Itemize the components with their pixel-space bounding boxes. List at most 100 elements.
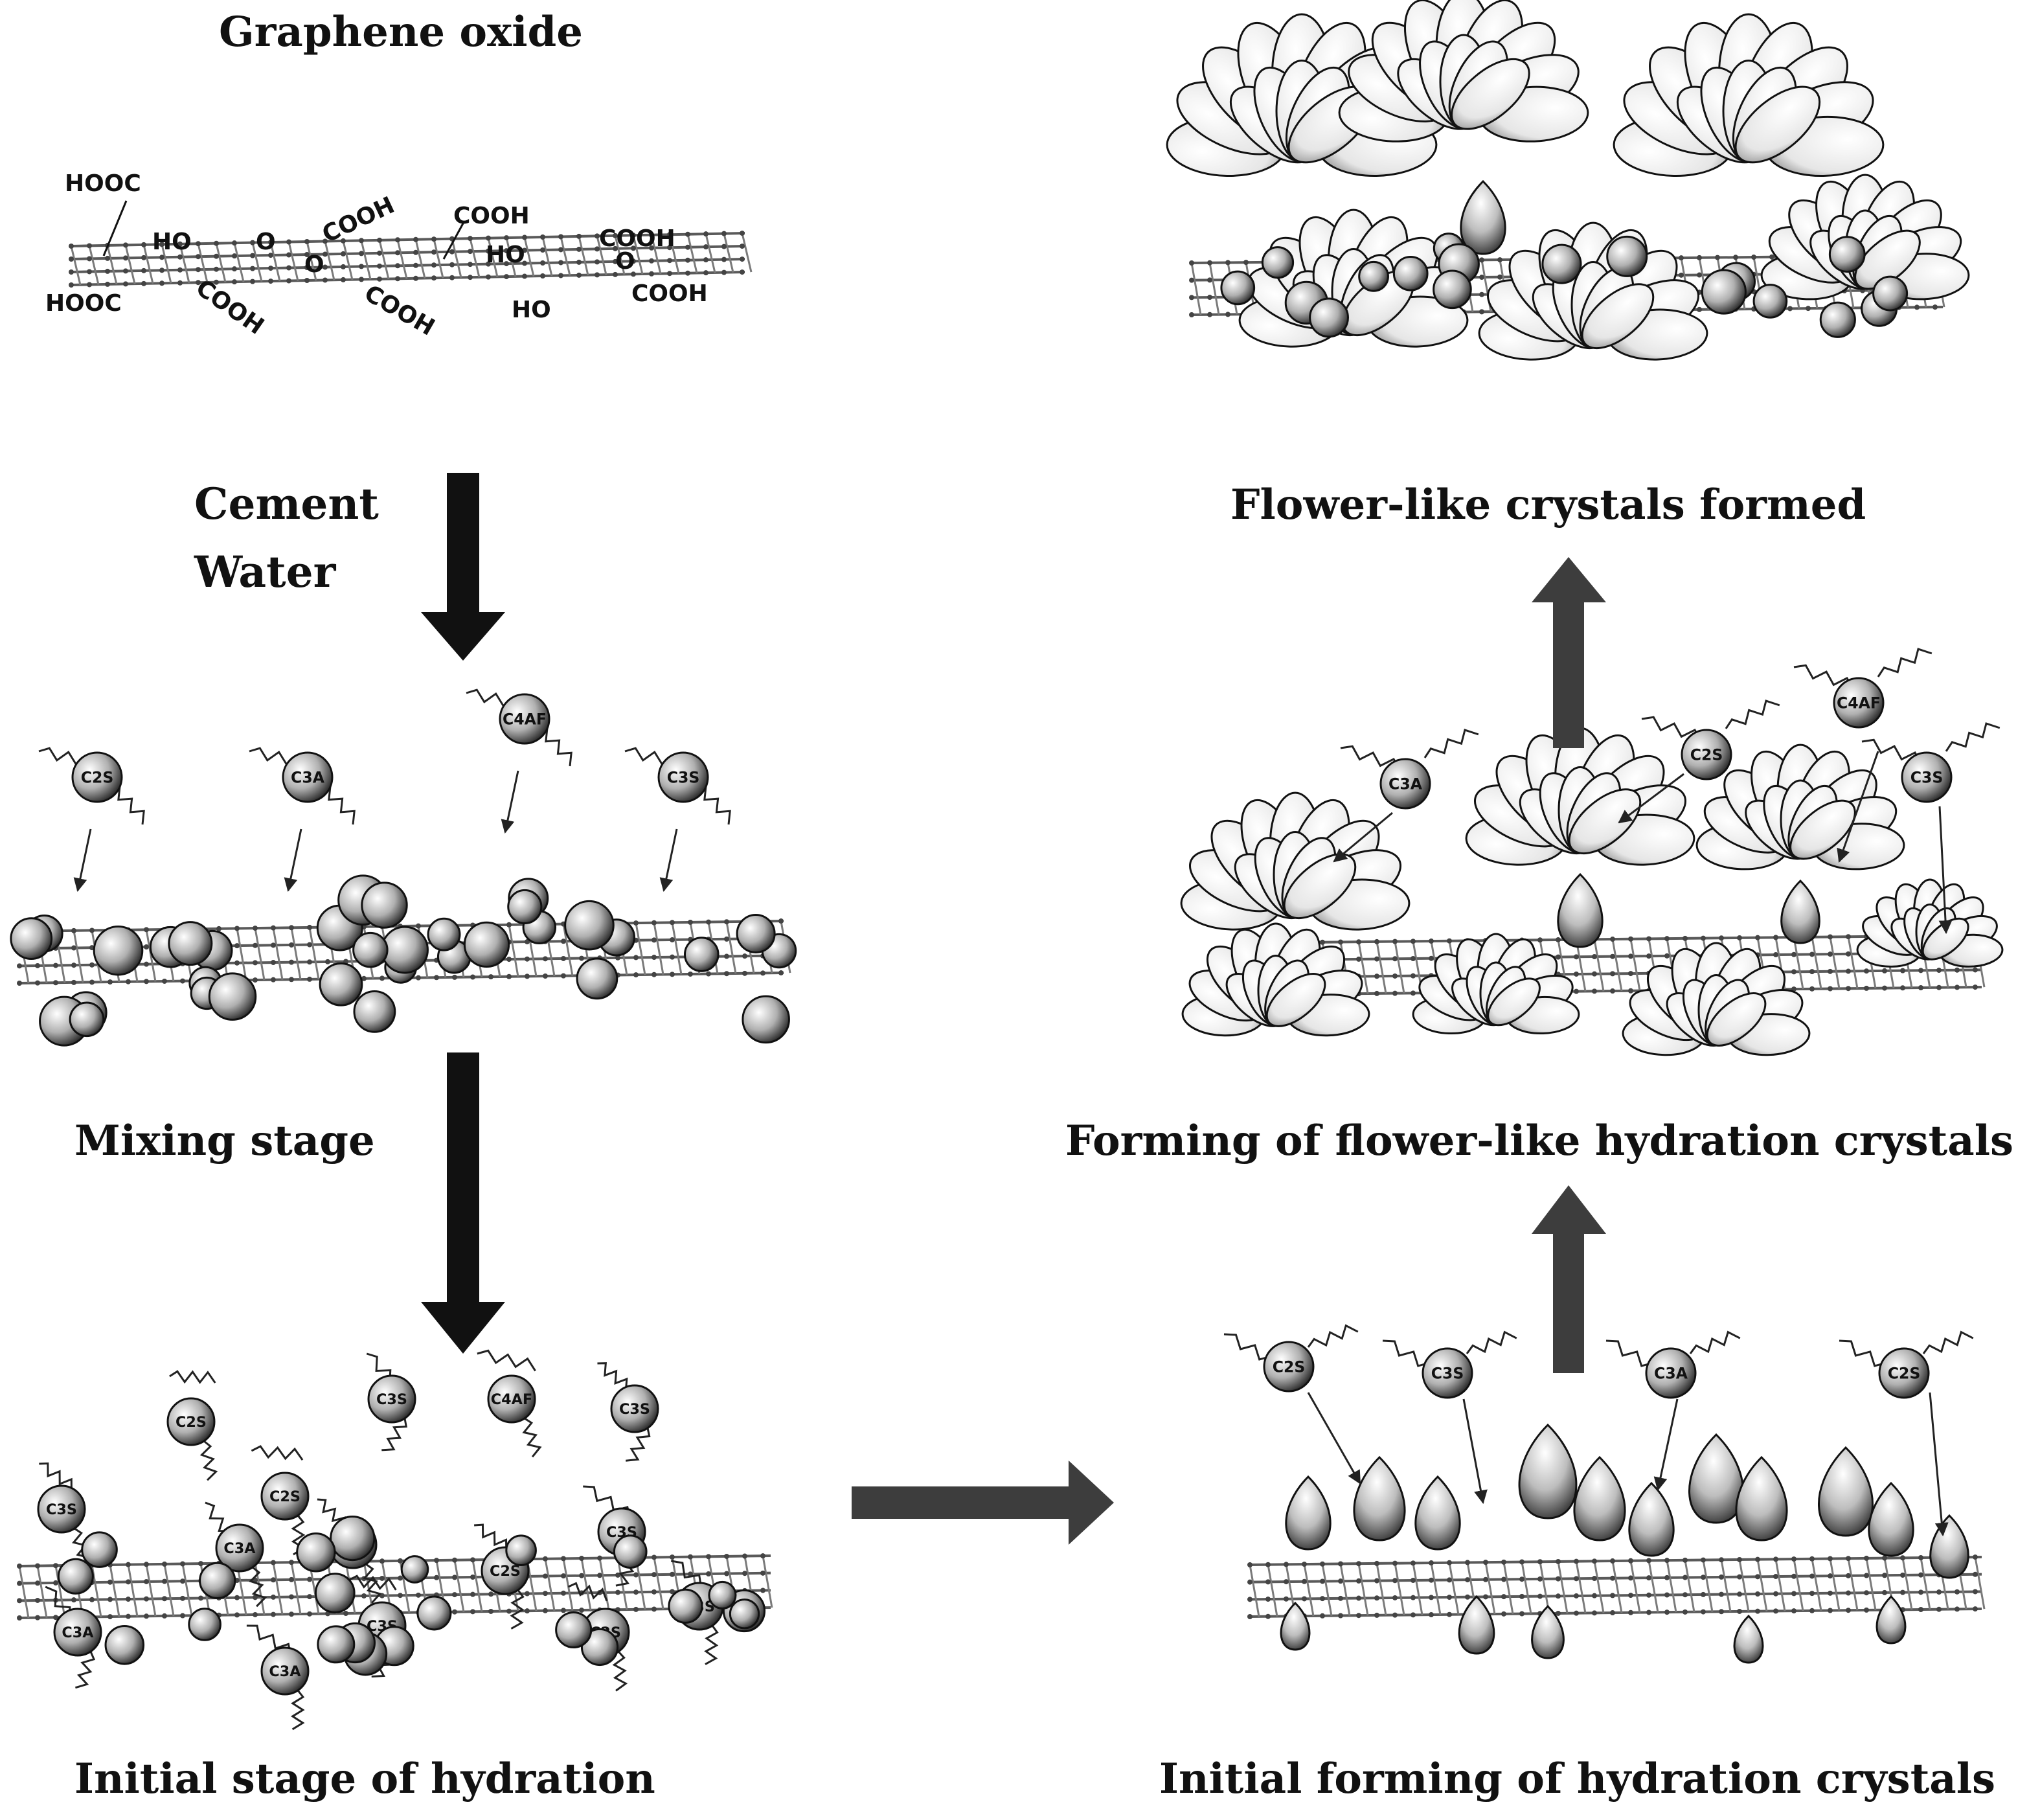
hydration-crystal — [1460, 179, 1506, 255]
label-cement: Cement — [194, 479, 379, 529]
functional-group-label: COOH — [599, 225, 675, 252]
water-molecule-chain — [1307, 1324, 1359, 1348]
water-molecule-chain — [704, 1625, 719, 1665]
particle-label: C3A — [291, 768, 325, 786]
crystal-petal — [1265, 973, 1326, 1027]
reaction-arrow — [501, 770, 519, 834]
hydration-crystal — [1531, 1604, 1565, 1659]
cement-particle — [166, 1397, 216, 1446]
cement-particle — [610, 1384, 659, 1433]
water-molecule-chain — [249, 1566, 267, 1608]
cement-particle — [1701, 269, 1747, 315]
water-molecule-chain — [1689, 1330, 1741, 1354]
arrow-cement-water — [421, 473, 505, 661]
cement-particle — [260, 1472, 310, 1521]
cement-particle — [104, 1625, 145, 1665]
cement-particle — [499, 693, 550, 745]
initial-hydration-panel: C2SC3SC4AFC3SC3SC2SC3AC3SC2SC3SC3AC3SC2S… — [17, 1349, 773, 1731]
title-initial-stage-hydration: Initial stage of hydration — [74, 1755, 655, 1803]
particle-label: C3S — [46, 1501, 77, 1518]
particle-label: C3S — [619, 1401, 650, 1418]
cement-particle — [1645, 1347, 1697, 1399]
cement-particle — [1541, 244, 1582, 284]
water-molecule-chain — [1877, 648, 1932, 677]
cement-particle — [168, 921, 213, 966]
particle-label: C2S — [490, 1563, 521, 1580]
cement-particle — [53, 1608, 102, 1657]
water-molecule-chain — [348, 1575, 397, 1591]
water-molecule-chain — [381, 1418, 408, 1451]
flower-crystal — [1181, 922, 1370, 1037]
hydration-crystal — [1353, 1455, 1406, 1541]
cement-particle — [1901, 751, 1953, 803]
hydration-crystal — [1573, 1455, 1626, 1541]
crystal-petal — [1283, 853, 1357, 920]
cement-particle — [199, 1562, 236, 1600]
cement-particle — [69, 1001, 105, 1038]
cement-particle — [416, 1595, 452, 1631]
water-molecule-chain — [1725, 700, 1780, 729]
reaction-arrow — [1307, 1392, 1361, 1484]
cement-particle — [1392, 255, 1429, 291]
cement-particle — [487, 1374, 536, 1424]
title-initial-forming-crystals: Initial forming of hydration crystals — [1159, 1755, 1996, 1803]
particle-label: C4AF — [491, 1391, 532, 1408]
functional-group-label: HO — [486, 242, 525, 268]
cement-particle — [400, 1555, 429, 1584]
water-molecule-chain — [567, 1582, 608, 1602]
reaction-arrow — [1837, 751, 1879, 863]
title-forming-flower-crystals: Forming of flower-like hydration crystal… — [1065, 1117, 2014, 1165]
water-molecule-chain — [597, 1362, 628, 1392]
hydration-crystal — [1868, 1481, 1914, 1557]
cement-particle — [1752, 284, 1788, 319]
flower-crystal — [1622, 942, 1811, 1056]
water-molecule-chain — [199, 1440, 218, 1481]
water-molecule-chain — [169, 1370, 216, 1384]
functional-group-label: HOOC — [45, 290, 122, 317]
cement-particle — [1220, 270, 1256, 306]
crystal-petal — [1789, 799, 1856, 860]
graphene-sheet — [69, 231, 753, 288]
cement-particle — [81, 1531, 118, 1568]
cement-particle — [505, 1534, 537, 1567]
functional-group-label: COOH — [360, 280, 439, 341]
cement-particle — [708, 1580, 737, 1610]
cement-particle — [361, 882, 408, 929]
arrow-to-crystals — [852, 1461, 1114, 1545]
particle-label: C2S — [1888, 1364, 1921, 1382]
crystal-petal — [1451, 58, 1530, 130]
particle-label: C3S — [1910, 768, 1944, 786]
cement-particle — [282, 751, 334, 803]
reaction-arrow — [1618, 773, 1684, 824]
crystal-petal — [1854, 229, 1921, 290]
functional-group-label: HO — [152, 229, 192, 255]
cement-particle — [71, 751, 123, 803]
graphene-sheet — [1247, 1554, 1986, 1619]
cement-particle — [1606, 235, 1648, 277]
reaction-arrow — [1929, 1392, 1949, 1537]
water-molecule-chain — [1340, 745, 1402, 773]
water-molecule-chain — [612, 1650, 628, 1692]
cement-particle — [353, 990, 396, 1033]
cement-particle — [10, 917, 53, 961]
water-molecule-chain — [74, 1651, 96, 1689]
reaction-arrow — [1333, 812, 1393, 863]
functional-group-label: O — [615, 248, 635, 275]
particle-label: C3S — [376, 1391, 407, 1408]
water-molecule-chain — [1466, 1330, 1517, 1354]
water-molecule-chain — [1945, 722, 2000, 752]
cement-particle — [555, 1611, 593, 1649]
hydration-crystal — [1458, 1595, 1495, 1655]
crystal-petal — [1706, 992, 1767, 1047]
cement-particle — [564, 900, 615, 951]
crystal-petal — [1734, 85, 1821, 164]
flower-crystal — [1238, 209, 1469, 348]
flower-crystal — [1613, 13, 1885, 177]
flower-crystal — [1478, 222, 1708, 361]
particle-label: C2S — [269, 1488, 300, 1505]
hydration-crystal — [1818, 1446, 1874, 1537]
